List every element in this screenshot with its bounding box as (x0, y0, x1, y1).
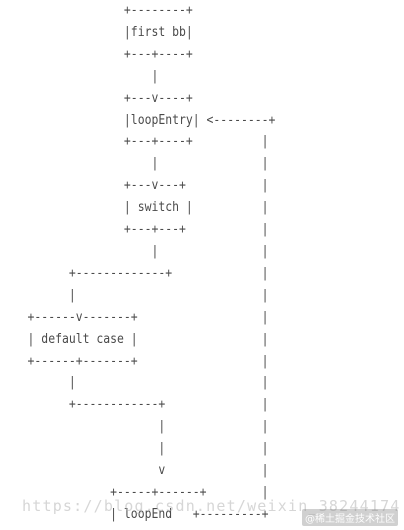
diagram-line: +------v-------+ | (0, 309, 269, 325)
diagram-line: | (0, 68, 159, 84)
diagram-line: +-------------+ | (0, 265, 269, 281)
diagram-line: +---+----+ | (0, 134, 269, 150)
diagram-line: +-----+------+ | (0, 484, 269, 500)
watermark-site-label: @稀土掘金技术社区 (302, 509, 398, 526)
diagram-line: |first bb| (0, 24, 193, 40)
diagram-line: +---v---+ | (0, 178, 269, 194)
diagram-line: v | (0, 463, 269, 479)
diagram-line: |loopEntry| <--------+ (0, 112, 276, 128)
diagram-line: +------------+ | (0, 397, 269, 413)
diagram-line: +---v----+ (0, 90, 193, 106)
diagram-line: +---+---+ | (0, 222, 269, 238)
diagram-line: | default case | | (0, 331, 269, 347)
diagram-line: | | (0, 375, 269, 391)
diagram-line: | loopEnd +---------+ (0, 506, 269, 522)
diagram-line: +---+----+ (0, 46, 193, 62)
diagram-line: | | (0, 156, 269, 172)
diagram-line: | | (0, 441, 269, 457)
ascii-art-text: +--------+ |first bb| +---+----+ | +---v… (0, 3, 276, 522)
diagram-line: | | (0, 419, 269, 435)
diagram-line: | | (0, 287, 269, 303)
diagram-line: | switch | | (0, 200, 269, 216)
watermark-url: https://blog.csdn.net/weixin_38244174 (22, 497, 401, 515)
diagram-line: +--------+ (0, 3, 193, 18)
diagram-line: | | (0, 243, 269, 259)
diagram-line: +------+-------+ | (0, 353, 269, 369)
